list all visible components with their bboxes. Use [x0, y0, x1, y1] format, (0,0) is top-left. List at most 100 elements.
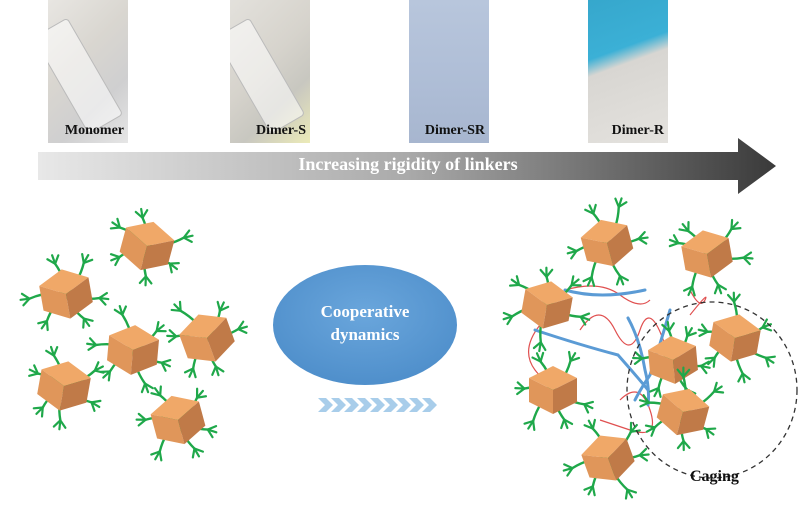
branch-tip [159, 385, 162, 397]
branch-tip [682, 368, 691, 378]
label-line-2: dynamics [330, 325, 400, 344]
branch-tip [532, 341, 542, 350]
cube-right [607, 225, 634, 267]
flexible-linker [579, 314, 666, 346]
cube-right [542, 297, 573, 329]
left-network [19, 207, 248, 462]
branch-tip [218, 305, 230, 312]
photo-label: Monomer [64, 123, 124, 138]
branch-tip [502, 311, 514, 318]
branch-tip [141, 209, 149, 219]
branch-tip [713, 283, 720, 295]
photo-dimer-s: Dimer-S [230, 0, 310, 143]
branch-tip [37, 319, 49, 325]
cube-left [107, 335, 133, 375]
branch-tip [591, 418, 597, 430]
branch-tip [137, 412, 147, 421]
cube-top [150, 395, 199, 420]
cube [166, 300, 248, 379]
branch-tip [168, 262, 173, 274]
branch-tip [54, 254, 60, 265]
branch-tip [98, 296, 107, 306]
branch-tip [168, 329, 178, 338]
cube-top [126, 221, 175, 246]
cube-right [673, 345, 698, 384]
branch-tip [138, 275, 147, 285]
branch-tip [737, 372, 744, 383]
branch-tip [629, 429, 641, 433]
cube-top [581, 435, 627, 458]
photo-label: Dimer-S [255, 123, 306, 138]
branch-tip [704, 356, 716, 360]
cube-top [713, 314, 761, 338]
chevron [396, 398, 411, 412]
branch-tip [539, 351, 545, 363]
cube-left [580, 237, 614, 267]
branch-tip [682, 285, 694, 292]
cube [668, 218, 754, 297]
branch-tip [515, 275, 521, 287]
cube-right [66, 277, 93, 319]
cube-left [648, 350, 676, 384]
chevron [422, 398, 437, 412]
photo-label: Dimer-R [611, 123, 664, 138]
branch-tip [730, 226, 742, 231]
branch-tip [206, 428, 214, 439]
cube [562, 418, 650, 500]
rigid-linker [626, 316, 651, 407]
cube [638, 366, 725, 452]
branch-tip [672, 234, 680, 245]
photo-label: Dimer-SR [424, 123, 485, 138]
branch-tip [116, 217, 121, 229]
cube [28, 345, 105, 431]
branch-tip [764, 356, 770, 368]
branch-tip [82, 258, 94, 265]
branch-tip [569, 356, 581, 362]
cube-left [681, 246, 712, 278]
cube-left [37, 369, 64, 411]
chevron [370, 398, 385, 412]
cooperative-dynamics-ellipse [273, 265, 457, 385]
branch-tip [109, 253, 121, 259]
branch-tip [90, 401, 96, 412]
branch-tip [637, 237, 648, 245]
rigid-linker [563, 288, 647, 297]
branch-tip [150, 450, 161, 456]
cube-right [140, 240, 175, 271]
branch-tip [32, 406, 44, 410]
branch-tip [686, 331, 697, 338]
chevron [318, 398, 333, 412]
photo-dimer-r: Dimer-R [588, 0, 668, 143]
branch-tip [649, 386, 660, 393]
linkers [528, 285, 707, 434]
branch-tip [93, 369, 105, 374]
branch-tip [516, 381, 526, 390]
cube-top [580, 219, 628, 243]
rigid-linker [533, 328, 650, 392]
branch-tip [705, 428, 710, 440]
branch-tip [583, 403, 590, 414]
chevron [344, 398, 359, 412]
chevron-arrows-icon [318, 398, 437, 412]
cube-top [39, 269, 89, 294]
cube-right [207, 317, 235, 362]
cube-top [525, 281, 573, 305]
branch-tip [615, 274, 622, 286]
branch-tip [761, 326, 773, 332]
branch-tip [567, 246, 578, 253]
branch-tip [617, 201, 628, 209]
branch-tip [634, 351, 644, 360]
cube-right [553, 378, 577, 414]
branch-tip [52, 346, 59, 357]
branch-tip [52, 419, 62, 428]
cooperative-dynamics-label: Cooperative dynamics [273, 300, 457, 346]
branch-tip [33, 364, 40, 375]
chevron [409, 398, 424, 412]
branch-tip [624, 488, 629, 500]
cube-left [581, 454, 617, 481]
branch-tip [140, 382, 147, 394]
branch-tip [121, 305, 128, 316]
branch-tip [570, 284, 582, 287]
cube [502, 266, 591, 353]
photo-monomer: Monomer [48, 0, 128, 143]
